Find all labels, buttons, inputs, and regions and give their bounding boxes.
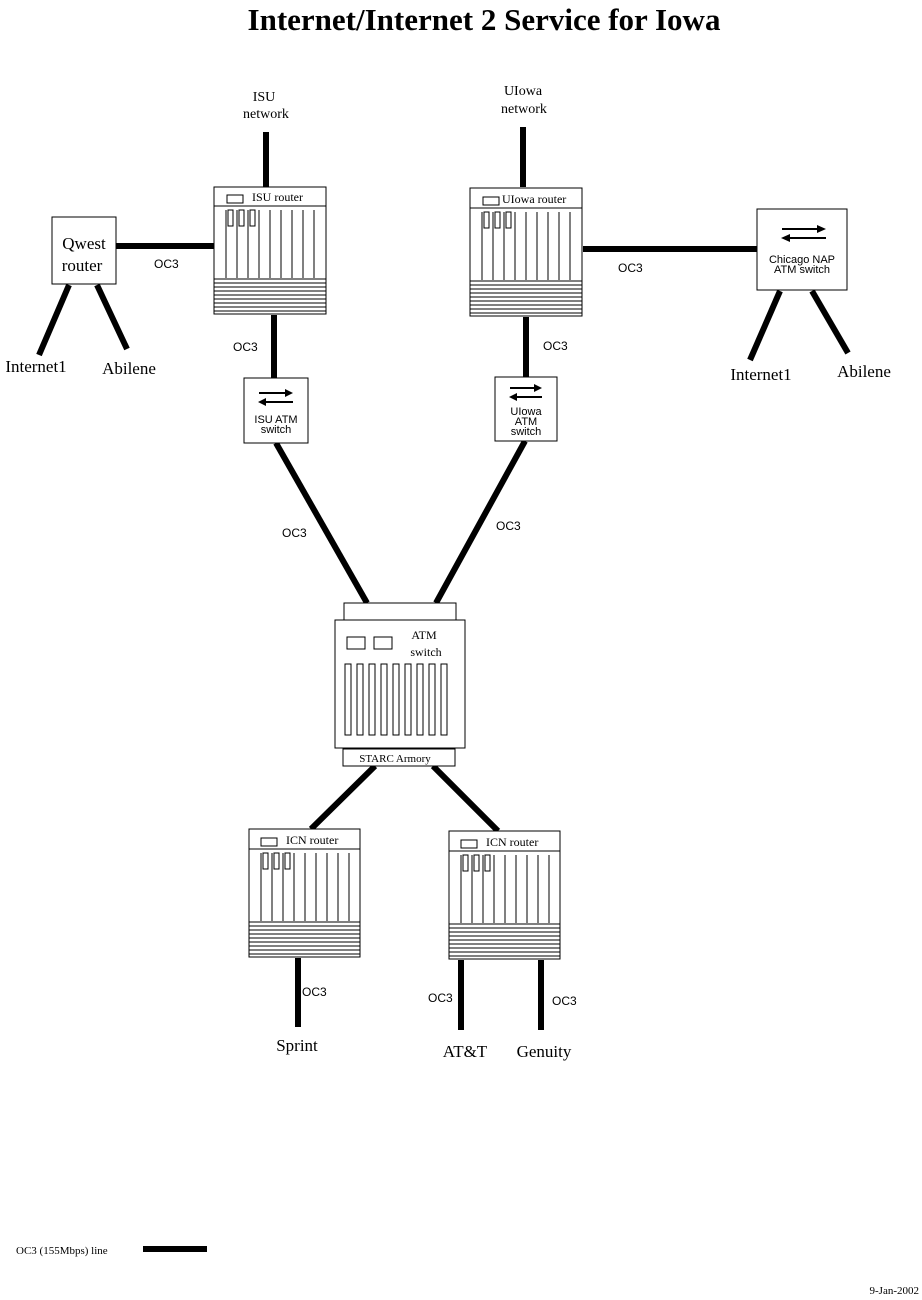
isu-router-label: ISU router bbox=[252, 190, 303, 204]
icn-router-label: ICN router bbox=[486, 835, 538, 849]
link-starc-icn1 bbox=[308, 763, 378, 832]
oc3-label: OC3 bbox=[302, 985, 327, 999]
link-starc-icn2 bbox=[430, 763, 501, 834]
diagram-date: 9-Jan-2002 bbox=[870, 1285, 920, 1297]
uiowa-network-label-line2: network bbox=[501, 102, 547, 117]
switch-arrows-icon bbox=[509, 384, 542, 401]
switch-slots bbox=[344, 663, 448, 736]
uiowa-atm-switch: UIowa ATM switch bbox=[494, 376, 558, 442]
qwest-internet1-label: Internet1 bbox=[5, 357, 66, 376]
oc3-label: OC3 bbox=[543, 339, 568, 353]
oc3-label: OC3 bbox=[428, 991, 453, 1005]
isu-network-label-line1: ISU bbox=[253, 90, 276, 105]
legend: OC3 (155Mbps) line bbox=[16, 1245, 207, 1257]
isu-atm-label-line2: switch bbox=[261, 424, 292, 436]
link-isu-atm-starc bbox=[273, 441, 370, 605]
router-slots bbox=[214, 209, 326, 312]
link-qwest-internet1 bbox=[36, 283, 72, 357]
starc-armory-label: STARC Armory bbox=[359, 753, 431, 765]
switch-arrows-icon bbox=[781, 225, 826, 242]
link-qwest-abilene bbox=[94, 283, 130, 351]
isu-network-label-line2: network bbox=[243, 107, 289, 122]
chicago-nap-label-line2: ATM switch bbox=[774, 264, 830, 276]
att-label: AT&T bbox=[443, 1042, 488, 1061]
switch-arrows-icon bbox=[258, 389, 293, 406]
icn-router-2: ICN router bbox=[448, 830, 561, 960]
link-chicago-abilene bbox=[809, 289, 851, 355]
genuity-label: Genuity bbox=[517, 1042, 572, 1061]
uiowa-atm-label-line1: UIowa bbox=[510, 406, 542, 418]
icn-router-1: ICN router bbox=[248, 828, 361, 958]
oc3-label: OC3 bbox=[233, 340, 258, 354]
qwest-router-label-line1: Qwest bbox=[62, 234, 106, 253]
uiowa-router-label: UIowa router bbox=[502, 192, 566, 206]
starc-atm-label-line2: switch bbox=[410, 645, 441, 659]
chicago-abilene-label: Abilene bbox=[837, 362, 891, 381]
sprint-label: Sprint bbox=[276, 1036, 318, 1055]
oc3-label: OC3 bbox=[496, 519, 521, 533]
isu-atm-label-line1: ISU ATM bbox=[254, 414, 297, 426]
legend-label: OC3 (155Mbps) line bbox=[16, 1245, 108, 1257]
qwest-router-label-line2: router bbox=[62, 256, 103, 275]
oc3-label: OC3 bbox=[618, 261, 643, 275]
link-uiowa-atm-starc bbox=[433, 439, 528, 605]
chicago-nap-label-line1: Chicago NAP bbox=[769, 254, 835, 266]
link-chicago-internet1 bbox=[747, 289, 783, 362]
isu-router: ISU router bbox=[213, 186, 327, 315]
router-slots bbox=[249, 852, 360, 955]
oc3-label: OC3 bbox=[552, 994, 577, 1008]
isu-atm-switch: ISU ATM switch bbox=[243, 377, 309, 444]
starc-armory-atm-switch: ATM switch STARC Armory bbox=[334, 602, 466, 767]
uiowa-atm-label-line3: switch bbox=[511, 426, 542, 438]
oc3-labels: OC3 OC3 OC3 OC3 OC3 OC3 OC3 OC3 OC3 bbox=[154, 257, 643, 1008]
chicago-nap-atm-switch: Chicago NAP ATM switch bbox=[756, 208, 848, 291]
uiowa-atm-label-line2: ATM bbox=[515, 416, 537, 428]
router-slots bbox=[449, 854, 560, 957]
qwest-abilene-label: Abilene bbox=[102, 359, 156, 378]
oc3-label: OC3 bbox=[282, 526, 307, 540]
router-slots bbox=[470, 211, 582, 314]
oc3-label: OC3 bbox=[154, 257, 179, 271]
uiowa-network-label-line1: UIowa bbox=[504, 84, 543, 99]
uiowa-router: UIowa router bbox=[469, 187, 583, 317]
diagram-title: Internet/Internet 2 Service for Iowa bbox=[248, 2, 721, 37]
chicago-internet1-label: Internet1 bbox=[730, 365, 791, 384]
starc-atm-label-line1: ATM bbox=[411, 628, 437, 642]
icn-router-label: ICN router bbox=[286, 833, 338, 847]
qwest-router: Qwest router bbox=[51, 216, 117, 285]
links bbox=[36, 127, 851, 1030]
